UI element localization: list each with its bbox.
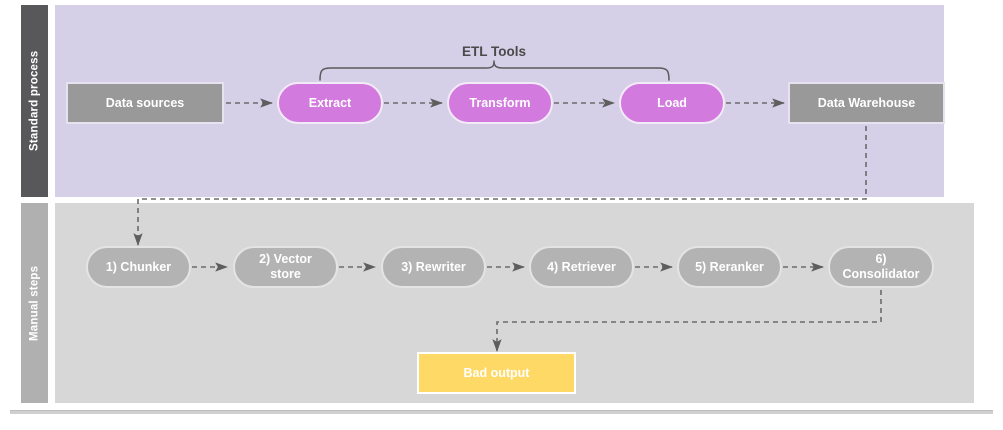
lane-label-manual-steps: Manual steps [21, 203, 48, 403]
node-retriever[interactable]: 4) Retriever [529, 246, 634, 288]
node-bad-output[interactable]: Bad output [417, 352, 576, 394]
node-rewriter[interactable]: 3) Rewriter [381, 246, 486, 288]
node-load[interactable]: Load [619, 82, 725, 124]
node-extract[interactable]: Extract [277, 82, 383, 124]
node-consolidator[interactable]: 6) Consolidator [828, 246, 934, 288]
node-vector-store[interactable]: 2) Vector store [233, 246, 338, 288]
bottom-divider [10, 410, 993, 414]
etl-tools-label: ETL Tools [462, 44, 526, 59]
lane-label-standard-process: Standard process [21, 5, 48, 197]
node-chunker[interactable]: 1) Chunker [86, 246, 191, 288]
node-data-sources[interactable]: Data sources [66, 82, 224, 124]
node-data-warehouse[interactable]: Data Warehouse [788, 82, 945, 124]
node-reranker[interactable]: 5) Reranker [677, 246, 782, 288]
node-transform[interactable]: Transform [447, 82, 553, 124]
